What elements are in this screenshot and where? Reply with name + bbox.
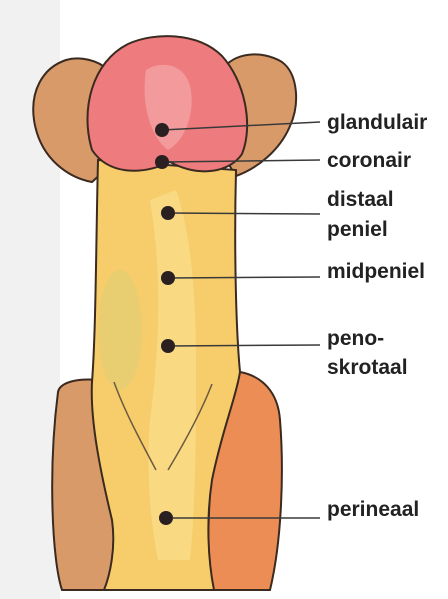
label-midpenile: midpeniel bbox=[327, 260, 425, 283]
leader-line-penoscrotal bbox=[168, 345, 320, 346]
marker-perineal bbox=[159, 511, 173, 525]
label-glandular: glandulair bbox=[327, 111, 427, 134]
label-distal-line1: distaal bbox=[327, 188, 394, 211]
label-penoscrotal-line1: peno- bbox=[327, 327, 384, 350]
label-penoscrotal-line2: skrotaal bbox=[327, 356, 408, 379]
marker-coronal bbox=[155, 155, 169, 169]
marker-midpenile bbox=[161, 271, 175, 285]
leader-line-distal bbox=[168, 213, 320, 214]
shaft-tint bbox=[98, 270, 142, 390]
marker-distal bbox=[161, 206, 175, 220]
label-perineal: perineaal bbox=[327, 498, 419, 521]
marker-glandular bbox=[155, 123, 169, 137]
label-distal-line2: peniel bbox=[327, 218, 388, 241]
marker-penoscrotal bbox=[161, 339, 175, 353]
label-coronal: coronair bbox=[327, 149, 411, 172]
leader-line-midpenile bbox=[168, 277, 320, 278]
